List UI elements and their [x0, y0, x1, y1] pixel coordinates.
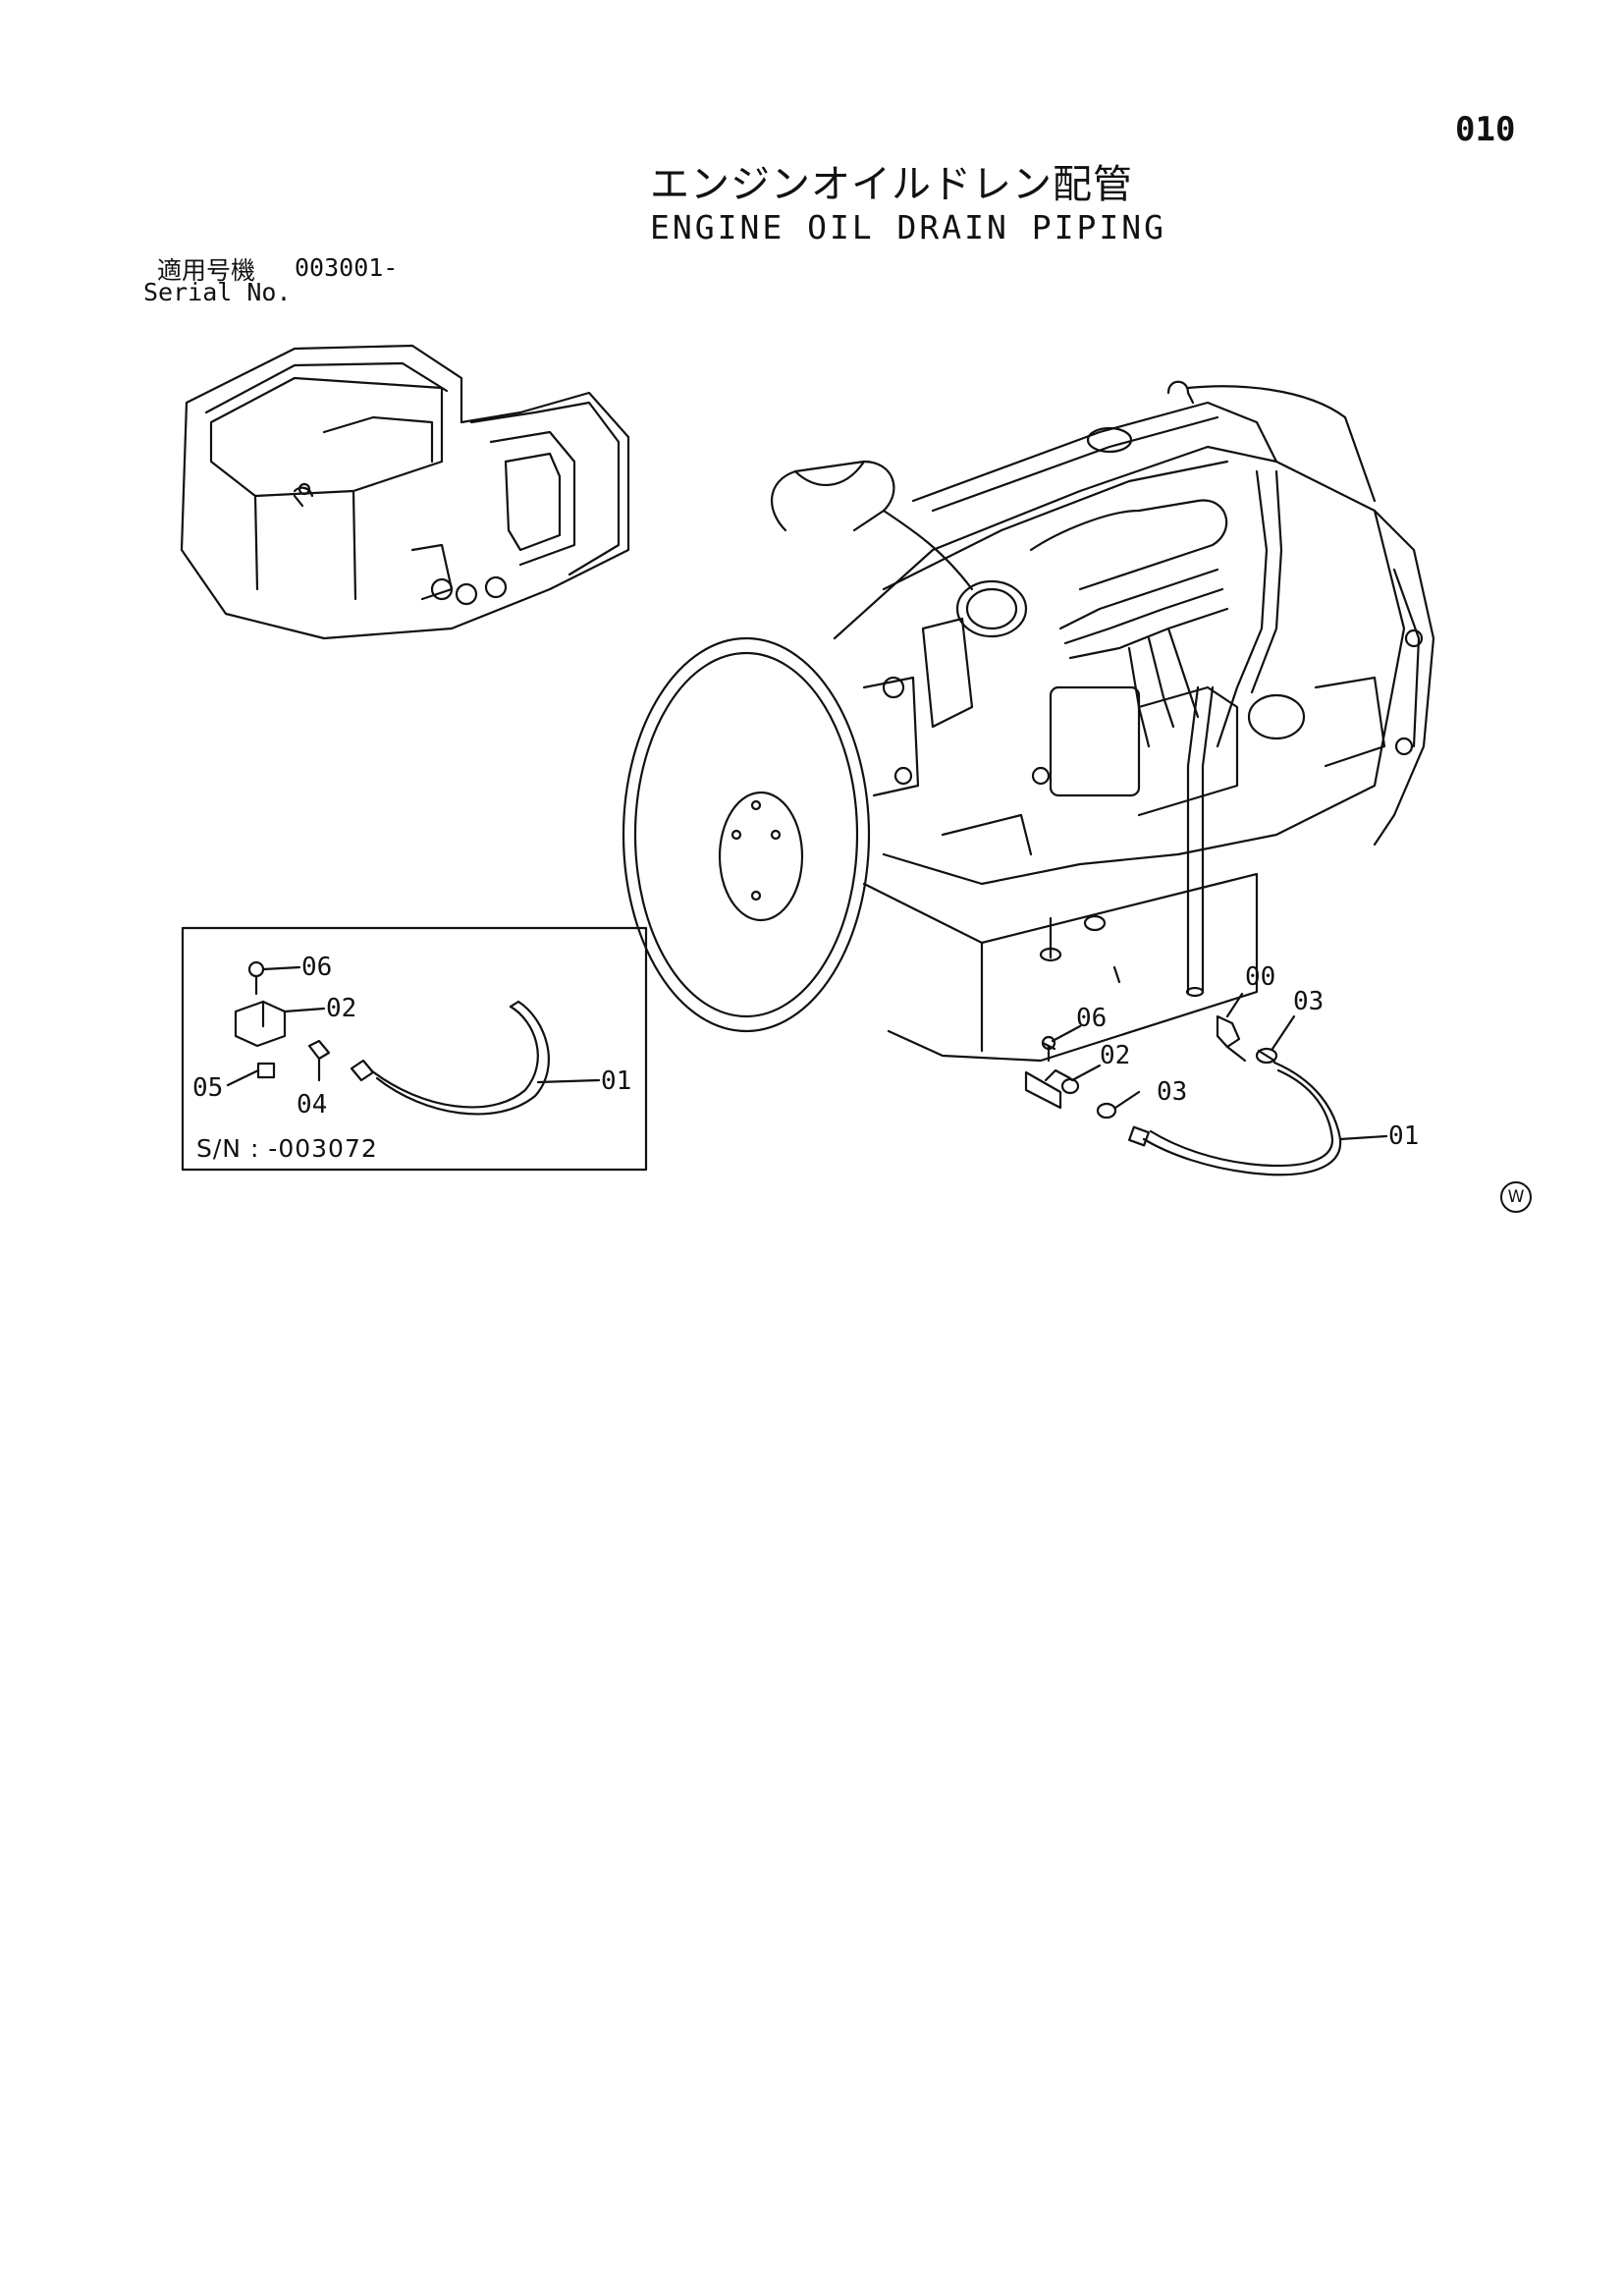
- callout-01: 01: [1388, 1121, 1420, 1151]
- inset-assembly: [181, 926, 648, 1172]
- page-title-english: ENGINE OIL DRAIN PIPING: [650, 208, 1166, 246]
- drain-hose-assembly: [1024, 992, 1388, 1176]
- inset-callout-04: 04: [297, 1090, 328, 1120]
- page-number: 010: [1455, 110, 1516, 149]
- callout-06: 06: [1076, 1004, 1108, 1033]
- inset-serial-note: S/N : -003072: [196, 1134, 378, 1163]
- inset-callout-01: 01: [601, 1066, 632, 1096]
- callout-03-upper: 03: [1293, 987, 1325, 1016]
- serial-label-japanese: 適用号機: [157, 256, 256, 285]
- page-title-japanese: エンジンオイルドレン配管: [650, 162, 1133, 207]
- serial-label-english: Serial No.: [143, 278, 292, 306]
- callout-00: 00: [1245, 962, 1276, 992]
- inset-callout-05: 05: [192, 1073, 224, 1103]
- callout-02: 02: [1100, 1041, 1131, 1070]
- inset-callout-06: 06: [301, 953, 333, 982]
- engine-illustration: [622, 380, 1435, 1063]
- serial-range: 003001-: [295, 253, 399, 282]
- watermark-symbol: W: [1500, 1181, 1532, 1213]
- inset-callout-02: 02: [326, 994, 357, 1023]
- machine-overview-illustration: [180, 344, 630, 640]
- callout-03-lower: 03: [1157, 1077, 1188, 1107]
